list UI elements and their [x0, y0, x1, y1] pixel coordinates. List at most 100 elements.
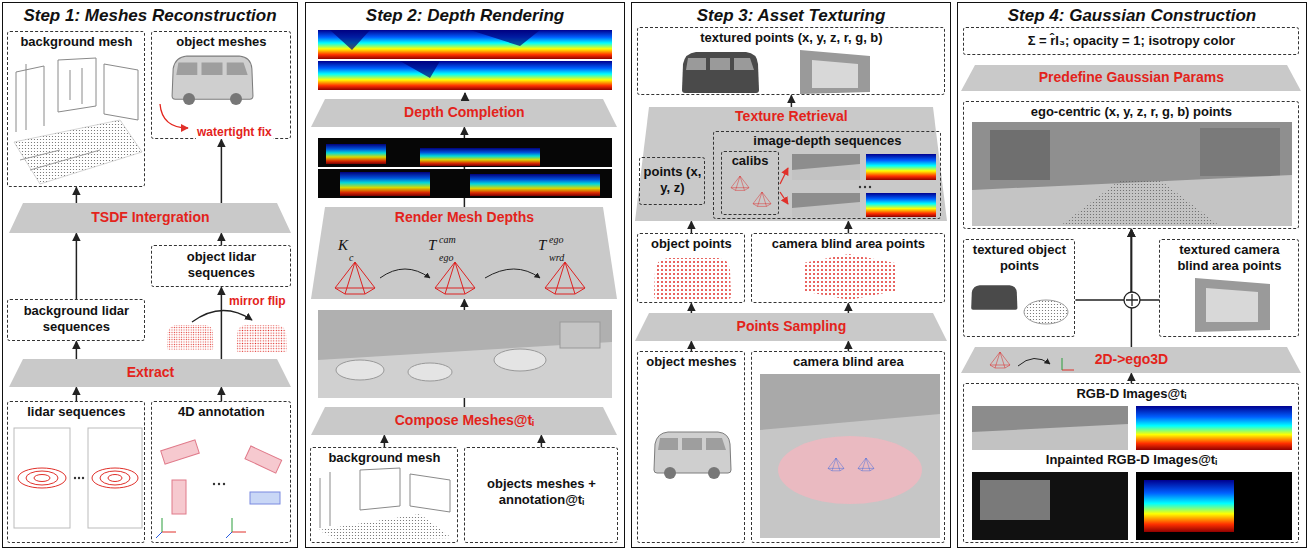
image-depth-thumbnails	[866, 154, 936, 180]
textured-assets	[682, 52, 759, 93]
blind-area-scene	[858, 458, 874, 471]
dashed-box: background lidar sequences	[7, 299, 145, 341]
process-band: TSDF Intergration	[9, 203, 291, 233]
ego-centric-scene	[972, 122, 1292, 226]
camera-frustums	[335, 262, 375, 294]
blind-area-point-cloud	[803, 254, 895, 300]
blind-area-scene	[828, 458, 844, 471]
lidar-frames	[88, 428, 142, 528]
image-depth-thumbnails	[866, 193, 936, 217]
lidar-frames	[26, 471, 58, 485]
operation-note: mirror flip	[228, 294, 287, 308]
mirror-point-clouds	[167, 325, 213, 350]
projection-icon	[1062, 358, 1063, 370]
blind-area-point-cloud	[803, 254, 895, 300]
process-band: Predefine Gaussian Params	[961, 65, 1301, 91]
mirror-point-clouds	[192, 310, 252, 322]
band-shape	[961, 65, 1301, 91]
band-shape	[961, 347, 1301, 373]
box-label: points (x, y, z)	[640, 164, 704, 195]
calib-frustums	[780, 168, 788, 184]
sparse-depth-image	[318, 138, 612, 198]
flow-arrow	[76, 187, 78, 203]
box-label: object meshes	[638, 354, 744, 370]
flow-arrow	[691, 221, 693, 233]
process-band: Points Sampling	[635, 313, 947, 341]
dashed-box: calibs	[721, 151, 779, 215]
camera-frustums	[485, 269, 540, 278]
process-band: Compose Meshes@tᵢ	[311, 407, 617, 435]
box-label: object lidar sequences	[152, 249, 290, 280]
operation-note: watertight fix	[196, 125, 273, 139]
step-title: Step 3: Asset Texturing	[632, 6, 950, 26]
box-label: lidar sequences	[8, 404, 144, 420]
box-label: 4D annotation	[152, 404, 290, 420]
textured-assets	[686, 58, 754, 70]
band-shape	[635, 313, 947, 341]
rgbd-images	[972, 424, 1128, 450]
textured-object-points	[971, 285, 1068, 324]
blind-area-scene	[760, 374, 940, 538]
box-label: background lidar sequences	[8, 303, 144, 334]
textured-blind-area	[1195, 278, 1270, 332]
step-title: Step 1: Meshes Reconstruction	[3, 6, 297, 26]
band-shape	[311, 99, 617, 127]
label-holder: mirror flip	[228, 291, 287, 309]
process-label: Extract	[9, 364, 291, 381]
math-superscript: ego	[549, 234, 563, 245]
ego-centric-scene	[972, 122, 1292, 226]
process-label: Render Mesh Depths	[311, 209, 617, 226]
rgbd-images	[1136, 406, 1292, 450]
step-title: Step 2: Depth Rendering	[306, 6, 624, 26]
flow-arrow	[848, 221, 850, 233]
math-symbol: K	[338, 237, 348, 253]
textured-assets	[682, 50, 870, 94]
ego-centric-scene	[990, 130, 1050, 180]
box-label: ego-centric (x, y, z, r, g, b) points	[964, 104, 1298, 120]
dashed-box: object lidar sequences	[151, 245, 291, 287]
band-shape	[311, 407, 617, 435]
van-mesh	[160, 104, 188, 128]
rendered-mesh-image	[318, 310, 612, 398]
label-holder: ego	[439, 247, 453, 265]
math-symbol: T	[428, 237, 436, 253]
mesh-scene	[318, 468, 452, 541]
textured-assets	[812, 60, 858, 88]
math-symbol: T	[538, 237, 546, 253]
flow-arrow	[691, 303, 693, 313]
textured-object-points	[1024, 300, 1068, 324]
dense-depth-image	[330, 30, 540, 78]
image-depth-thumbnails	[792, 154, 860, 180]
box-label: image-depth sequences	[714, 133, 940, 149]
sparse-depth-image	[420, 148, 540, 166]
label-holder: cam	[439, 229, 456, 247]
lidar-frames	[74, 477, 76, 479]
process-label: Points Sampling	[635, 318, 947, 335]
textured-blind-area	[1206, 288, 1258, 322]
flow-arrow	[384, 435, 386, 447]
sparse-depth-image	[326, 144, 386, 164]
flow-arrow	[1075, 229, 1131, 300]
object-point-cloud	[654, 258, 731, 299]
lidar-frames	[34, 475, 50, 482]
label-holder: watertight fix	[196, 122, 273, 140]
box-label: background mesh	[311, 450, 457, 466]
sparse-depth-image	[340, 172, 430, 196]
annotation-boxes	[223, 483, 225, 485]
annotation-boxes	[162, 532, 176, 533]
ego-centric-scene	[972, 175, 1292, 226]
box-label: calibs	[722, 153, 778, 169]
label-holder: ego	[549, 229, 563, 247]
merge-symbol	[1126, 294, 1138, 306]
flow-arrow	[76, 233, 78, 299]
van-mesh	[160, 56, 253, 128]
projection-icon	[990, 352, 1010, 368]
band-shape	[635, 107, 947, 221]
rendered-mesh-image	[494, 349, 546, 371]
ego-centric-scene	[1200, 128, 1280, 176]
flow-arrow	[791, 95, 793, 107]
van-mesh	[654, 432, 731, 479]
camera-frustums	[335, 262, 585, 294]
image-depth-thumbnails	[792, 202, 860, 217]
dashed-box: 4D annotation	[151, 401, 291, 543]
